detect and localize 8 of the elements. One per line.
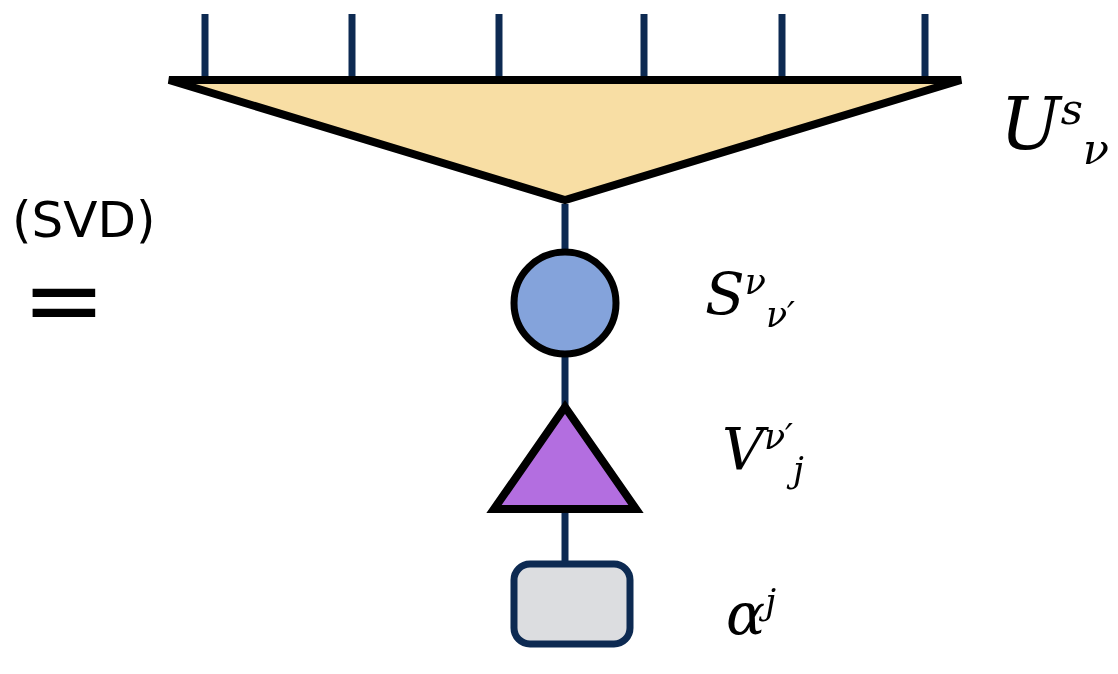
triangle-tensor (165, 76, 965, 206)
math-label: α$^{j}$ (726, 585, 776, 644)
tensor-leg (561, 510, 569, 563)
circle-tensor (510, 248, 620, 358)
operation-label: (SVD) (12, 195, 156, 245)
rounded-square-tensor (510, 560, 634, 648)
equals-sign: = (22, 250, 106, 350)
tensor-leg (561, 355, 569, 406)
